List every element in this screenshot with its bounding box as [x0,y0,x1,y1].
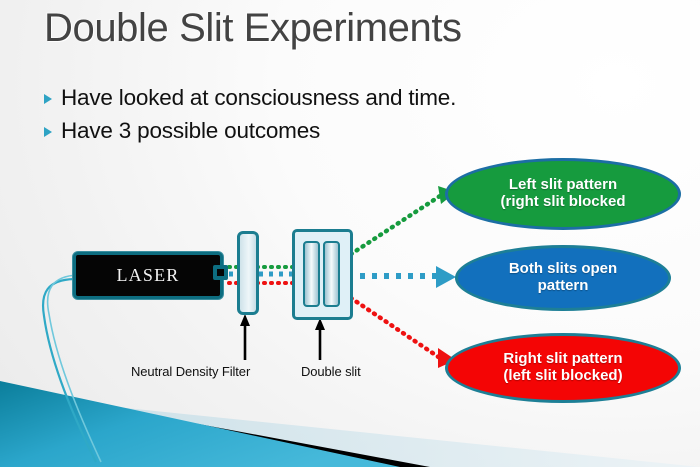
neutral-density-filter-device [237,231,259,315]
caption-arrow-filter [240,314,250,360]
outcome-ellipse-right-slit: Right slit pattern (left slit blocked) [445,333,681,403]
outcome-ellipse-left-slit: Left slit pattern (right slit blocked [445,158,681,230]
bullet-text: Have looked at consciousness and time. [61,85,457,110]
outcome-line-2: (left slit blocked) [503,367,623,384]
outcome-line-2: (right slit blocked [500,193,626,210]
beam-arrow-blue-out [436,266,456,288]
bullet-list: Have looked at consciousness and time. H… [44,84,456,150]
beam-to-green-ellipse [342,193,443,261]
outcome-line-2: pattern [537,277,589,294]
beam-to-red-ellipse [342,291,443,361]
triangle-bullet-icon [44,126,52,137]
caption-double-slit: Double slit [301,364,361,379]
laser-aperture-icon [213,265,228,280]
list-item: Have 3 possible outcomes [44,117,456,146]
caption-neutral-density-filter: Neutral Density Filter [131,364,251,379]
slit-left [303,241,320,307]
outcome-line-1: Both slits open [508,260,618,278]
double-slit-device [292,229,353,320]
list-item: Have looked at consciousness and time. [44,84,456,113]
slit-right [323,241,340,307]
laser-device: LASER [73,252,223,299]
page-title: Double Slit Experiments [44,6,462,50]
caption-arrow-slit [315,318,325,360]
outcome-line-1: Right slit pattern [503,350,623,368]
laser-label: LASER [116,265,180,285]
bullet-text: Have 3 possible outcomes [61,117,321,143]
outcome-line-1: Left slit pattern [508,176,618,194]
triangle-bullet-icon [44,94,52,104]
beam-arrow-red-out [438,348,456,368]
laser-cable-highlight [46,274,102,463]
outcome-ellipse-both-slits: Both slits open pattern [455,245,671,311]
